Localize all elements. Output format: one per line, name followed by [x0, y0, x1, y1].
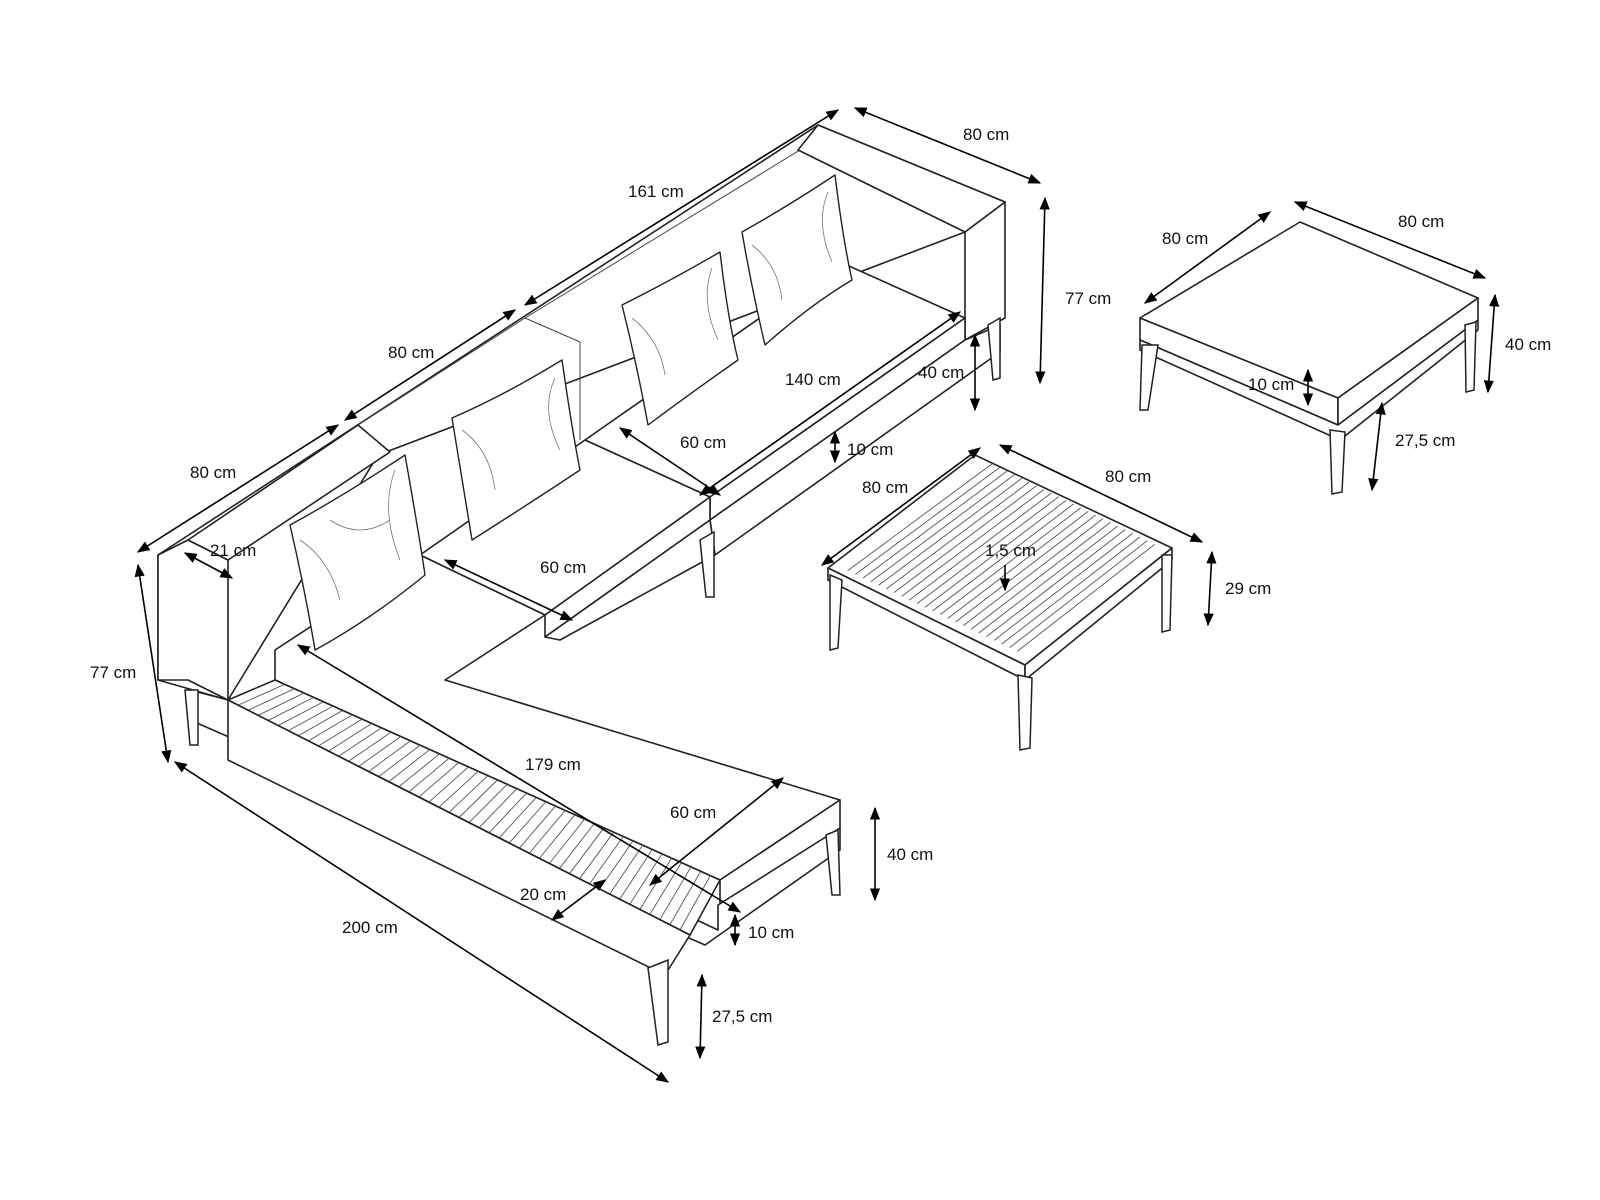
ottoman-leg: [1464, 321, 1477, 393]
slat-line: [237, 683, 285, 706]
label-sofa-back-161: 161 cm: [628, 182, 684, 201]
ottoman-leg: [1329, 429, 1346, 495]
slat-line: [978, 525, 1119, 634]
label-table-width-80: 80 cm: [1105, 467, 1151, 486]
label-seat-height-40-upper: 40 cm: [918, 363, 964, 382]
label-armrest-21: 21 cm: [210, 541, 256, 560]
label-span-140: 140 cm: [785, 370, 841, 389]
sofa-leg: [699, 530, 715, 598]
label-chaise-height-40: 40 cm: [887, 845, 933, 864]
label-table-slat-1-5: 1,5 cm: [985, 541, 1036, 560]
slat-line: [1001, 536, 1141, 645]
label-table-height-29: 29 cm: [1225, 579, 1271, 598]
label-ottoman-depth-80: 80 cm: [1162, 229, 1208, 248]
label-sofa-height-77-right: 77 cm: [1065, 289, 1111, 308]
slat-line: [986, 529, 1126, 638]
label-sofa-depth-80: 80 cm: [963, 125, 1009, 144]
coffee-table: [827, 454, 1173, 751]
table-leg: [1161, 554, 1173, 633]
label-sofa-height-77-left: 77 cm: [90, 663, 136, 682]
dimension-lines: [134, 107, 1500, 1083]
pillow-left: [289, 454, 426, 651]
slat-line: [247, 688, 295, 711]
label-ottoman-width-80: 80 cm: [1398, 212, 1444, 231]
sofa-leg: [647, 958, 669, 1046]
sofa-leg: [987, 316, 1001, 381]
sofa-leg: [825, 828, 841, 896]
label-seat-depth-60-upper: 60 cm: [680, 433, 726, 452]
label-chaise-179: 179 cm: [525, 755, 581, 774]
label-ottoman-height-40: 40 cm: [1505, 335, 1551, 354]
label-table-depth-80: 80 cm: [862, 478, 908, 497]
sofa-leg: [184, 689, 199, 746]
slat-line: [993, 532, 1133, 641]
label-middle-module-80: 80 cm: [388, 343, 434, 362]
table-leg: [829, 573, 843, 651]
label-chaise-cushion-10: 10 cm: [748, 923, 794, 942]
slat-line: [1009, 540, 1148, 649]
ottoman-leg: [1139, 344, 1159, 411]
slat-line: [257, 692, 305, 716]
ottoman: [1139, 221, 1479, 495]
label-chaise-leg-27-5: 27,5 cm: [712, 1007, 772, 1026]
sofa-left-armrest: [157, 539, 229, 701]
label-left-module-80: 80 cm: [190, 463, 236, 482]
label-chaise-200: 200 cm: [342, 918, 398, 937]
label-chaise-depth-60: 60 cm: [670, 803, 716, 822]
label-cushion-10-upper: 10 cm: [847, 440, 893, 459]
table-leg: [1017, 674, 1033, 751]
dimension-labels: 161 cm 80 cm 77 cm 80 cm 80 cm 21 cm 77 …: [90, 125, 1551, 1026]
label-shelf-20: 20 cm: [520, 885, 566, 904]
label-seat-depth-60-middle: 60 cm: [540, 558, 586, 577]
slat-line: [1017, 543, 1155, 652]
label-ottoman-cushion-10: 10 cm: [1248, 375, 1294, 394]
label-ottoman-leg-27-5: 27,5 cm: [1395, 431, 1455, 450]
